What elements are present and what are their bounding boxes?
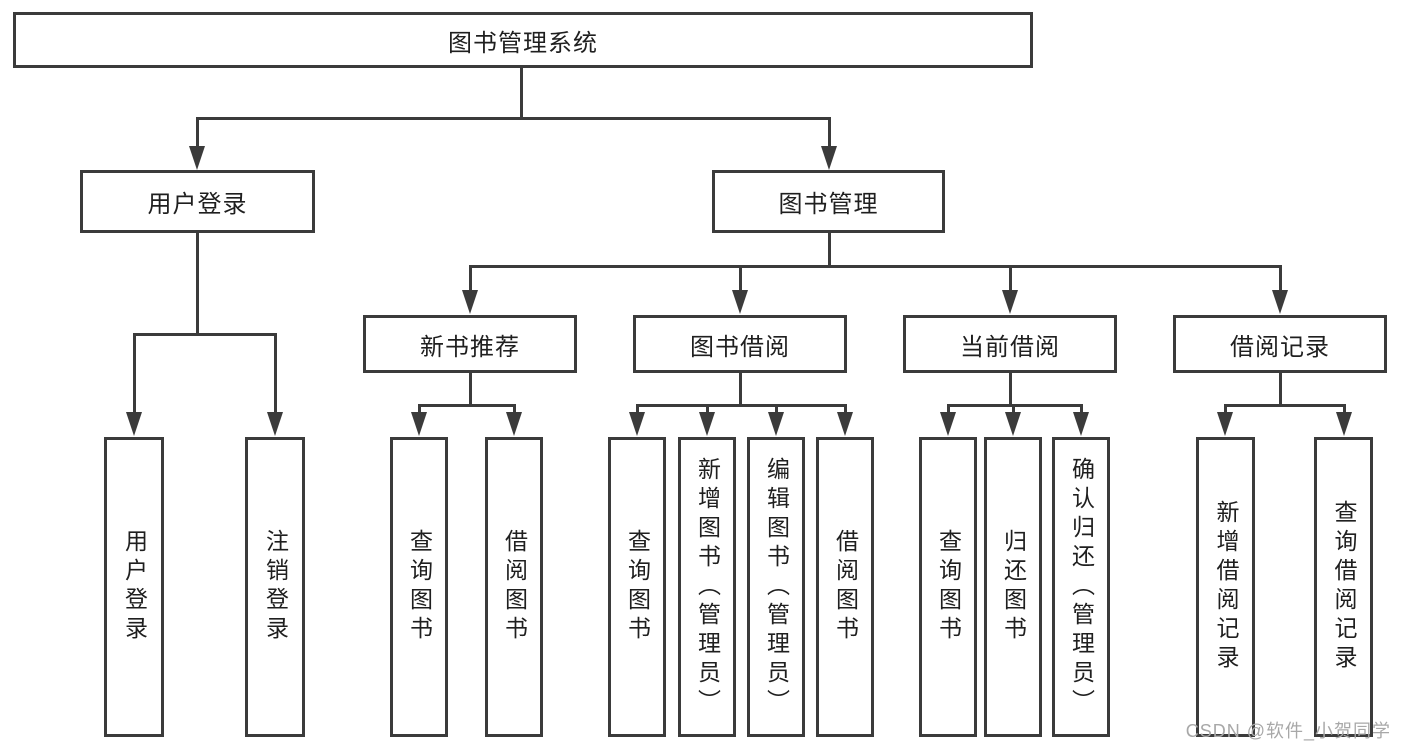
arrow-down-icon (699, 412, 715, 436)
node-current-borrowing: 当前借阅 (903, 315, 1117, 373)
leaf-label: 用户登录 (121, 529, 148, 645)
arrow-down-icon (506, 412, 522, 436)
watermark: CSDN @软件_小贺同学 (1185, 721, 1391, 741)
connector-line (636, 404, 847, 407)
node-book-borrowing: 图书借阅 (633, 315, 847, 373)
arrow-down-icon (940, 412, 956, 436)
leaf-label: 查询图书 (406, 529, 433, 645)
arrow-down-icon (1336, 412, 1352, 436)
connector-line (828, 117, 831, 149)
leaf-label: 新增图书（管理员） (694, 456, 721, 718)
leaf-add-borrow-record: 新增借阅记录 (1196, 437, 1255, 737)
connector-line (196, 117, 199, 149)
arrow-down-icon (732, 290, 748, 314)
leaf-label: 查询借阅记录 (1331, 500, 1357, 674)
connector-line (469, 265, 472, 293)
leaf-label: 借阅图书 (501, 529, 528, 645)
leaf-logout: 注销登录 (245, 437, 305, 737)
arrow-down-icon (1217, 412, 1233, 436)
connector-line (418, 404, 421, 415)
connector-line (1224, 404, 1346, 407)
arrow-down-icon (837, 412, 853, 436)
arrow-down-icon (1272, 290, 1288, 314)
arrow-down-icon (189, 146, 205, 170)
arrow-down-icon (411, 412, 427, 436)
connector-line (844, 404, 847, 415)
node-user-login: 用户登录 (80, 170, 315, 233)
leaf-label: 注销登录 (262, 529, 289, 645)
leaf-user-login: 用户登录 (104, 437, 164, 737)
leaf-query-books: 查询图书 (608, 437, 666, 737)
connector-line (828, 233, 831, 268)
connector-line (1343, 404, 1346, 415)
connector-line (520, 68, 523, 119)
connector-line (1009, 265, 1012, 293)
node-book-management: 图书管理 (712, 170, 945, 233)
arrow-down-icon (821, 146, 837, 170)
node-borrowing-records: 借阅记录 (1173, 315, 1387, 373)
connector-line (418, 404, 516, 407)
arrow-down-icon (1073, 412, 1089, 436)
connector-line (133, 333, 136, 414)
connector-line (947, 404, 1083, 407)
arrow-down-icon (126, 412, 142, 436)
connector-line (469, 265, 1282, 268)
leaf-borrow-books: 借阅图书 (485, 437, 543, 737)
connector-line (1279, 373, 1282, 407)
connector-line (706, 404, 709, 415)
arrow-down-icon (768, 412, 784, 436)
connector-line (1012, 404, 1015, 415)
leaf-label: 编辑图书（管理员） (763, 456, 790, 718)
leaf-query-books: 查询图书 (390, 437, 448, 737)
arrow-down-icon (629, 412, 645, 436)
connector-line (1224, 404, 1227, 415)
connector-line (196, 117, 831, 120)
connector-line (775, 404, 778, 415)
leaf-confirm-return-admin: 确认归还（管理员） (1052, 437, 1110, 737)
connector-line (513, 404, 516, 415)
node-new-book-recommend: 新书推荐 (363, 315, 577, 373)
leaf-add-book-admin: 新增图书（管理员） (678, 437, 736, 737)
connector-line (469, 373, 472, 407)
connector-line (739, 265, 742, 293)
arrow-down-icon (1002, 290, 1018, 314)
arrow-down-icon (1005, 412, 1021, 436)
connector-line (1080, 404, 1083, 415)
leaf-query-borrow-record: 查询借阅记录 (1314, 437, 1373, 737)
connector-line (1279, 265, 1282, 293)
leaf-query-books: 查询图书 (919, 437, 977, 737)
connector-line (947, 404, 950, 415)
leaf-label: 新增借阅记录 (1213, 500, 1239, 674)
connector-line (274, 333, 277, 414)
leaf-label: 查询图书 (935, 529, 962, 645)
connector-line (1009, 373, 1012, 407)
leaf-return-books: 归还图书 (984, 437, 1042, 737)
connector-line (739, 373, 742, 407)
connector-line (636, 404, 639, 415)
arrow-down-icon (462, 290, 478, 314)
leaf-label: 查询图书 (624, 529, 651, 645)
node-library-management-system: 图书管理系统 (13, 12, 1033, 68)
connector-line (196, 233, 199, 336)
connector-line (133, 333, 277, 336)
leaf-label: 借阅图书 (832, 529, 859, 645)
leaf-label: 归还图书 (1000, 529, 1027, 645)
leaf-borrow-books: 借阅图书 (816, 437, 874, 737)
leaf-edit-book-admin: 编辑图书（管理员） (747, 437, 805, 737)
leaf-label: 确认归还（管理员） (1068, 456, 1095, 718)
arrow-down-icon (267, 412, 283, 436)
